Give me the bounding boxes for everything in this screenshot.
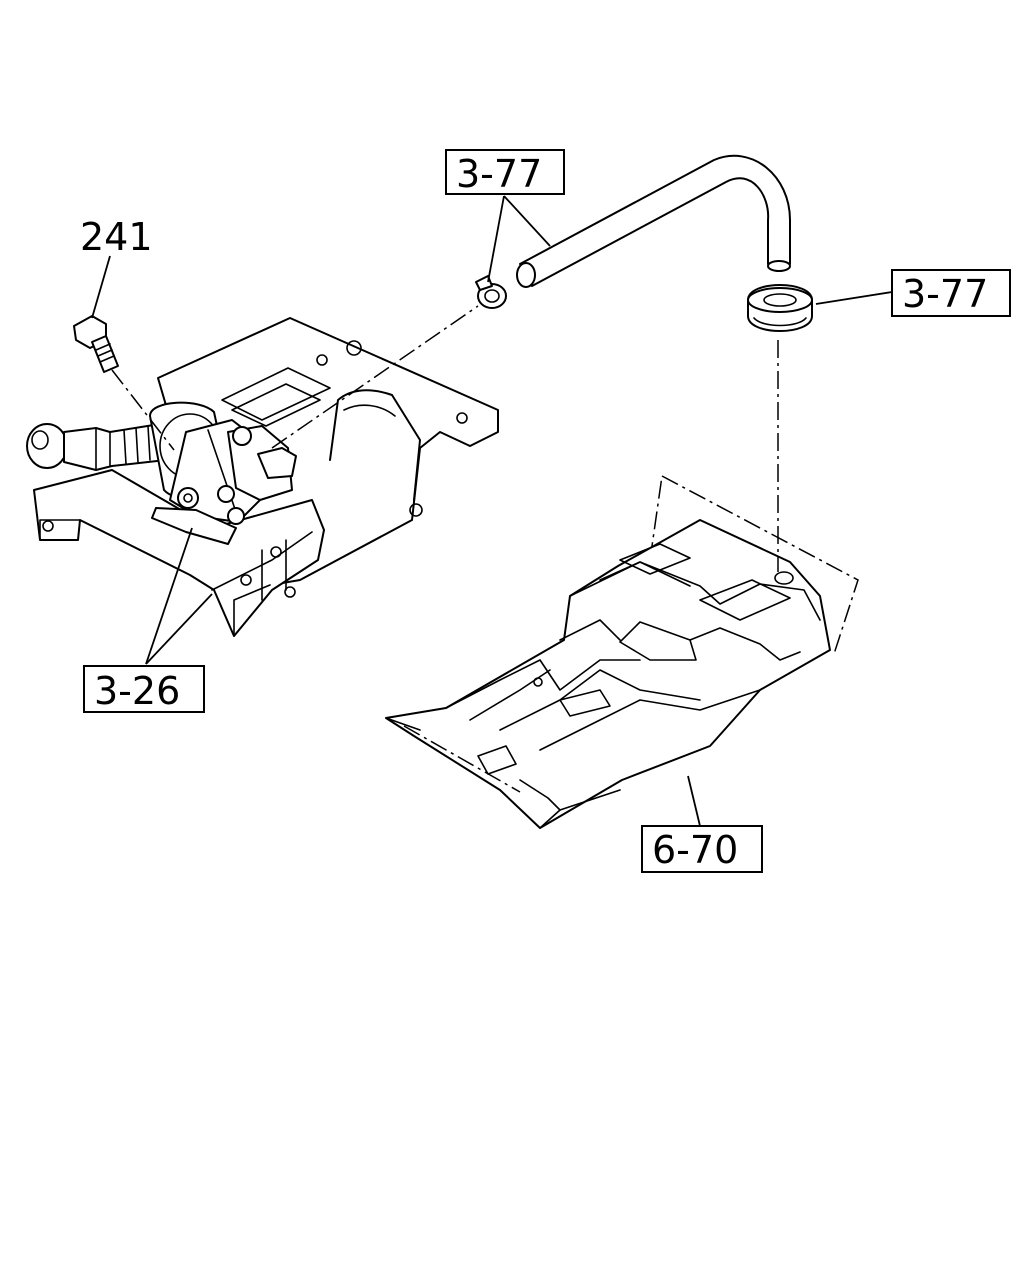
pump-body [26,401,297,545]
callout-241: 241 [80,215,153,259]
callout-grommet: 3-77 [891,269,1011,317]
leader-lines [91,195,893,827]
tank-cover [385,475,859,829]
callout-241-label: 241 [80,215,153,259]
hose-pipe [516,154,791,288]
bolt-241 [73,315,119,373]
callout-pump-bracket-label: 3-26 [94,669,180,713]
callout-tank-cover: 6-70 [641,825,763,873]
center-lines [111,305,779,572]
hose-clamp [475,275,507,309]
callout-tank-cover-label: 6-70 [652,828,738,872]
callout-pump-bracket: 3-26 [83,665,205,713]
grommet [747,284,813,332]
callout-hose-top-label: 3-77 [456,152,542,196]
bracket-assembly [33,317,499,637]
callout-grommet-label: 3-77 [902,272,988,316]
callout-hose-top: 3-77 [445,149,565,196]
